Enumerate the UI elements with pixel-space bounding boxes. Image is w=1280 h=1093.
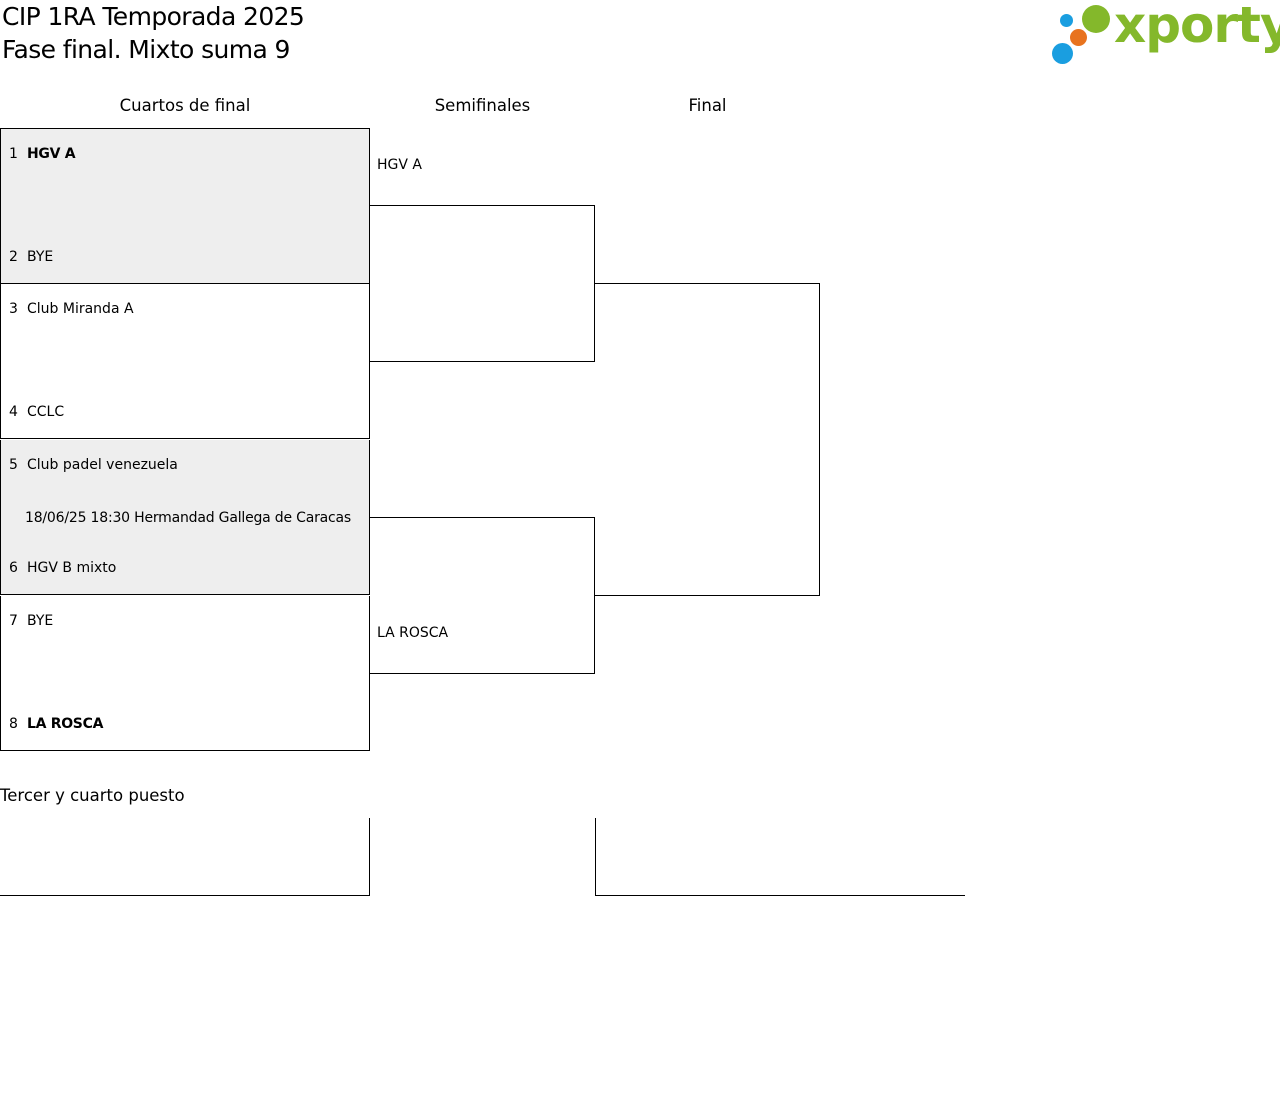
seed-number: 2 bbox=[9, 249, 18, 265]
phase-subtitle: Fase final. Mixto suma 9 bbox=[2, 35, 290, 64]
tournament-title: CIP 1RA Temporada 2025 bbox=[2, 2, 305, 31]
team-name: Club Miranda A bbox=[27, 301, 134, 317]
match-entry-top: 3 Club Miranda A bbox=[9, 301, 134, 317]
seed-number: 4 bbox=[9, 404, 18, 420]
semifinal-1-top-team: HGV A bbox=[377, 157, 422, 173]
match-entry-top: 5 Club padel venezuela bbox=[9, 457, 178, 473]
third-place-bracket-right-bottom bbox=[595, 895, 965, 896]
semifinal-bracket-2 bbox=[370, 517, 595, 674]
seed-number: 7 bbox=[9, 613, 18, 629]
team-name: Club padel venezuela bbox=[27, 457, 178, 473]
logo-dot-orange bbox=[1070, 29, 1087, 46]
match-entry-bottom: 4 CCLC bbox=[9, 404, 64, 420]
quarterfinal-match-3: 5 Club padel venezuela 18/06/25 18:30 Her… bbox=[0, 440, 370, 595]
semifinal-2-bottom-team: LA ROSCA bbox=[377, 625, 449, 641]
match-entry-bottom: 6 HGV B mixto bbox=[9, 560, 116, 576]
third-place-title: Tercer y cuarto puesto bbox=[0, 786, 185, 805]
match-entry-bottom: 2 BYE bbox=[9, 249, 53, 265]
team-name: HGV B mixto bbox=[27, 560, 117, 576]
semifinal-bracket-1 bbox=[370, 205, 595, 362]
team-name: BYE bbox=[27, 249, 54, 265]
seed-number: 6 bbox=[9, 560, 18, 576]
logo-dot-green bbox=[1082, 5, 1110, 33]
logo-dot-blue-bottom bbox=[1052, 43, 1073, 64]
match-entry-top: 7 BYE bbox=[9, 613, 53, 629]
third-place-bracket-left-vertical bbox=[369, 818, 370, 896]
round-heading-semifinals: Semifinales bbox=[434, 96, 531, 115]
quarterfinal-match-2: 3 Club Miranda A 4 CCLC bbox=[0, 284, 370, 439]
team-name: LA ROSCA bbox=[27, 716, 104, 732]
logo-text: xporty bbox=[1114, 0, 1280, 54]
quarterfinal-match-1: 1 HGV A 2 BYE bbox=[0, 128, 370, 284]
third-place-bracket-right-vertical bbox=[595, 818, 596, 896]
team-name: HGV A bbox=[27, 146, 76, 162]
team-name: BYE bbox=[27, 613, 54, 629]
seed-number: 5 bbox=[9, 457, 18, 473]
match-entry-top: 1 HGV A bbox=[9, 146, 76, 162]
xporty-logo: xporty bbox=[1052, 0, 1280, 66]
logo-dot-blue-top bbox=[1060, 14, 1073, 27]
final-bracket bbox=[595, 283, 820, 596]
round-heading-quarterfinals: Cuartos de final bbox=[119, 96, 251, 115]
seed-number: 3 bbox=[9, 301, 18, 317]
team-name: CCLC bbox=[27, 404, 65, 420]
match-schedule: 18/06/25 18:30 Hermandad Gallega de Cara… bbox=[25, 510, 352, 526]
third-place-bracket-left-bottom bbox=[0, 895, 370, 896]
match-entry-bottom: 8 LA ROSCA bbox=[9, 716, 103, 732]
seed-number: 8 bbox=[9, 716, 18, 732]
round-heading-final: Final bbox=[688, 96, 727, 115]
seed-number: 1 bbox=[9, 146, 18, 162]
quarterfinal-match-4: 7 BYE 8 LA ROSCA bbox=[0, 596, 370, 751]
